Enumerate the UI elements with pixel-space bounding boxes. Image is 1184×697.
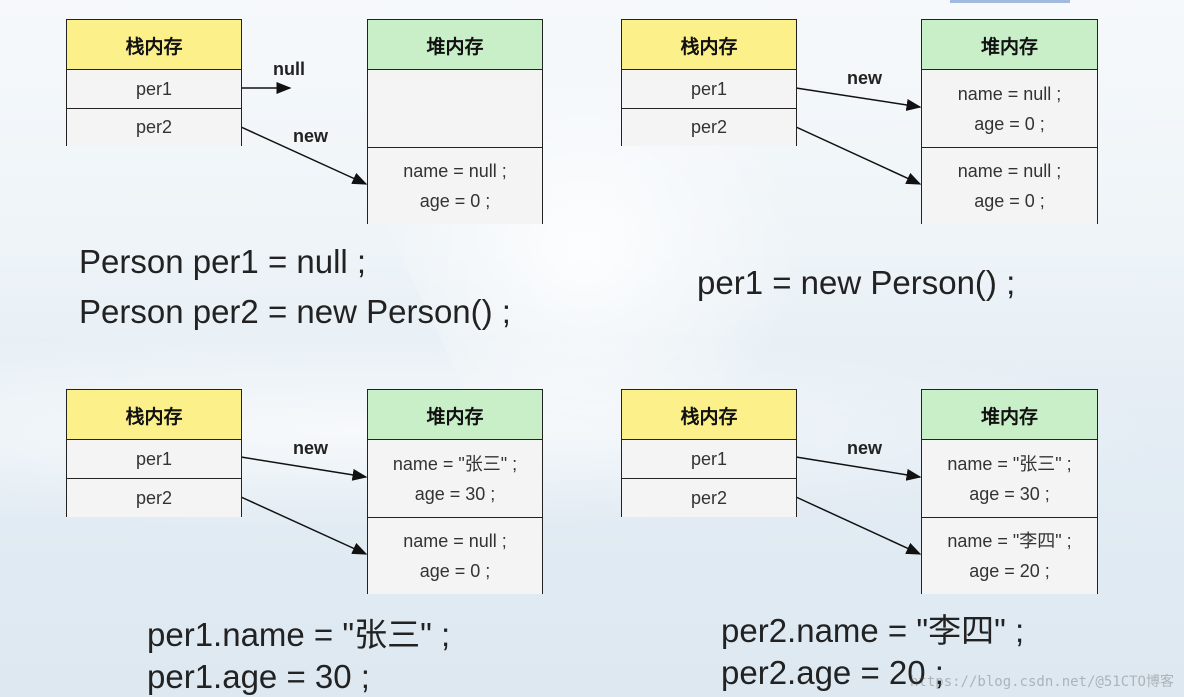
stack-var-per2: per2	[67, 478, 241, 517]
heap-field-name: name = null ;	[403, 531, 507, 551]
heap-object: name = "李四" ; age = 20 ;	[922, 517, 1097, 594]
top-accent-line	[950, 0, 1070, 3]
arrow-label-new: new	[847, 68, 883, 88]
heap-empty-slot	[368, 69, 542, 147]
arrow-per1-new	[795, 87, 922, 111]
heap-object: name = "张三" ; age = 30 ;	[922, 439, 1097, 517]
stack-header: 栈内存	[622, 390, 796, 440]
stack-var-per2: per2	[622, 108, 796, 146]
heap-header: 堆内存	[368, 20, 542, 70]
code-line: per2.age = 20 ;	[721, 654, 944, 691]
stack-memory-4: 栈内存 per1 per2	[621, 389, 797, 517]
stack-header: 栈内存	[622, 20, 796, 70]
stack-var-per2: per2	[67, 108, 241, 146]
heap-memory-4: 堆内存 name = "张三" ; age = 30 ; name = "李四"…	[921, 389, 1098, 594]
code-line: Person per2 = new Person() ;	[79, 293, 511, 330]
heap-object: name = null ; age = 0 ;	[922, 69, 1097, 147]
heap-field-name: name = "张三" ;	[392, 453, 518, 474]
watermark: https://blog.csdn.net/@51CTO博客	[909, 674, 1174, 690]
stack-var-per1: per1	[67, 439, 241, 478]
heap-field-name: name = null ;	[957, 161, 1062, 181]
heap-object: name = null ; age = 0 ;	[922, 147, 1097, 224]
heap-field-name: name = null ;	[957, 83, 1062, 104]
stack-var-per2: per2	[622, 478, 796, 517]
heap-object: name = null ; age = 0 ;	[368, 147, 542, 224]
heap-field-age: age = 0 ;	[974, 191, 1045, 211]
code-line: Person per1 = null ;	[79, 243, 367, 280]
arrow-label-new: new	[293, 438, 329, 458]
heap-object: name = "张三" ; age = 30 ;	[368, 439, 542, 517]
heap-field-age: age = 30 ;	[414, 483, 496, 504]
stack-memory-3: 栈内存 per1 per2	[66, 389, 242, 517]
code-line: per1.name = "张三" ;	[147, 616, 451, 653]
heap-object: name = null ; age = 0 ;	[368, 517, 542, 594]
arrow-label-new: new	[847, 438, 883, 458]
stack-var-per1: per1	[622, 439, 796, 478]
heap-field-age: age = 0 ;	[974, 113, 1045, 134]
stack-memory-1: 栈内存 per1 per2	[66, 19, 242, 146]
stack-header: 栈内存	[67, 20, 241, 70]
code-line: per1 = new Person() ;	[697, 264, 1016, 301]
heap-memory-3: 堆内存 name = "张三" ; age = 30 ; name = null…	[367, 389, 543, 594]
arrow-label-new: new	[293, 126, 329, 146]
stack-var-per1: per1	[622, 69, 796, 108]
heap-field-age: age = 30 ;	[969, 483, 1050, 504]
heap-memory-1: 堆内存 name = null ; age = 0 ;	[367, 19, 543, 224]
stack-memory-2: 栈内存 per1 per2	[621, 19, 797, 146]
stack-var-per1: per1	[67, 69, 241, 108]
heap-header: 堆内存	[922, 390, 1097, 440]
heap-field-name: name = "李四" ;	[947, 531, 1072, 551]
heap-field-age: age = 20 ;	[969, 561, 1050, 581]
heap-header: 堆内存	[922, 20, 1097, 70]
heap-field-age: age = 0 ;	[419, 561, 491, 581]
heap-field-age: age = 0 ;	[419, 191, 491, 211]
arrow-label-null: null	[273, 59, 305, 79]
heap-memory-2: 堆内存 name = null ; age = 0 ; name = null …	[921, 19, 1098, 224]
code-line: per1.age = 30 ;	[147, 658, 370, 695]
stack-header: 栈内存	[67, 390, 241, 440]
heap-field-name: name = null ;	[403, 161, 507, 181]
code-line: per2.name = "李四" ;	[721, 612, 1025, 649]
heap-field-name: name = "张三" ;	[947, 453, 1072, 474]
heap-header: 堆内存	[368, 390, 542, 440]
